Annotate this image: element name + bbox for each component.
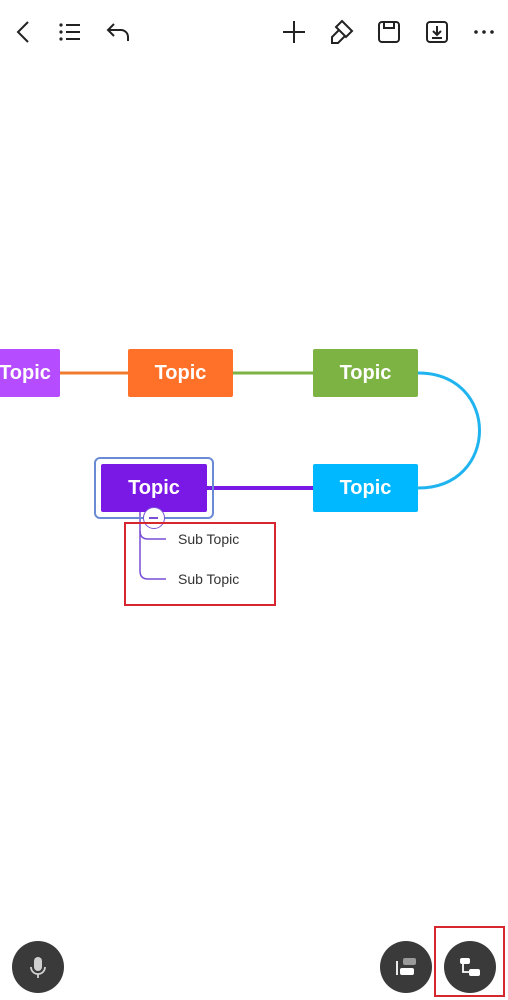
- chevron-left-icon: [16, 21, 29, 43]
- collapse-toggle-button[interactable]: [143, 507, 165, 529]
- more-horizontal-icon: [474, 30, 494, 34]
- style-button[interactable]: [324, 14, 360, 50]
- save-button[interactable]: [371, 14, 407, 50]
- topic-node-2[interactable]: Topic: [128, 349, 233, 397]
- topic-node-3[interactable]: Topic: [313, 349, 418, 397]
- topic-label: Topic: [0, 361, 51, 384]
- top-toolbar: [0, 0, 508, 64]
- layout-toggle-icon: [396, 958, 416, 975]
- subtopic-node-2[interactable]: Sub Topic: [178, 571, 240, 587]
- download-icon: [426, 21, 448, 43]
- connector-3: [417, 371, 481, 490]
- topic-node-1[interactable]: Topic: [0, 349, 60, 397]
- save-icon: [378, 21, 400, 43]
- layout-toggle-button[interactable]: [380, 941, 432, 993]
- add-button[interactable]: [276, 14, 312, 50]
- back-button[interactable]: [6, 14, 42, 50]
- topic-label: Topic: [339, 476, 392, 499]
- more-button[interactable]: [466, 14, 502, 50]
- sub-connector-2: [139, 531, 166, 580]
- topic-node-selected[interactable]: Topic: [101, 464, 207, 512]
- undo-button[interactable]: [100, 14, 136, 50]
- microphone-icon: [30, 957, 46, 978]
- topic-label: Topic: [339, 361, 392, 384]
- structure-icon: [460, 958, 480, 976]
- list-icon: [59, 23, 80, 41]
- paint-brush-icon: [331, 19, 354, 44]
- topic-label: Topic: [154, 361, 207, 384]
- topic-node-4[interactable]: Topic: [313, 464, 418, 512]
- outline-button[interactable]: [52, 14, 88, 50]
- topic-label: Topic: [128, 476, 180, 499]
- undo-icon: [106, 23, 129, 41]
- subtopic-node-1[interactable]: Sub Topic: [178, 531, 240, 547]
- voice-input-button[interactable]: [12, 941, 64, 993]
- plus-icon: [283, 21, 305, 43]
- structure-button[interactable]: [444, 941, 496, 993]
- export-button[interactable]: [419, 14, 455, 50]
